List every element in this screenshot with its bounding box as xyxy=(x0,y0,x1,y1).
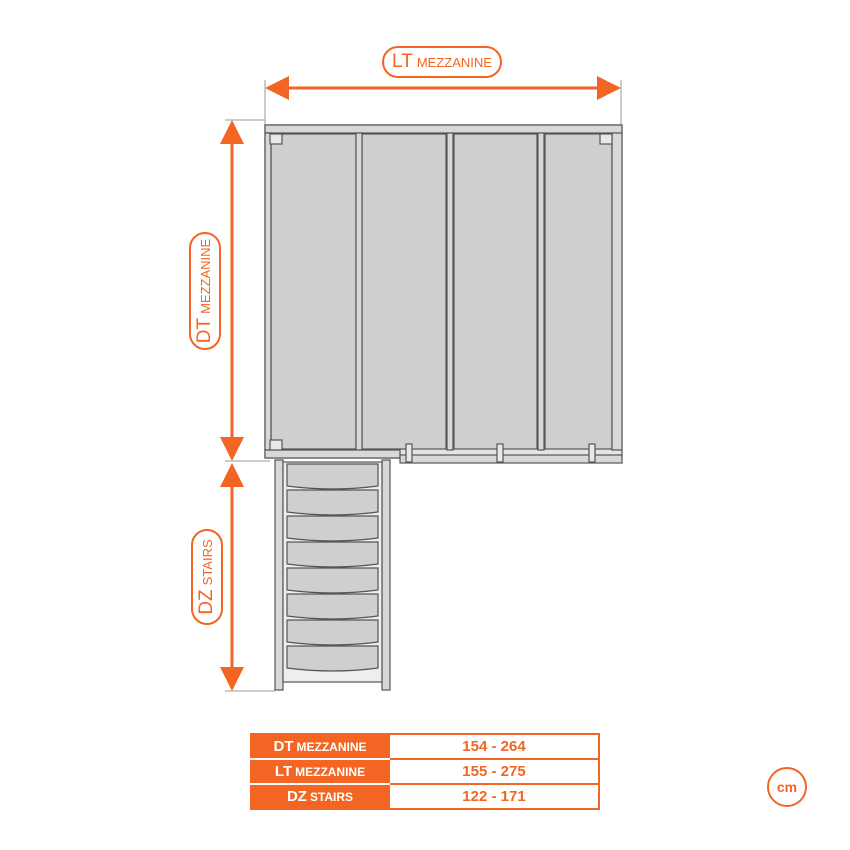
deck-panel xyxy=(544,133,613,450)
stair-tread xyxy=(286,619,379,646)
mezzanine-platform xyxy=(264,124,623,464)
stairs xyxy=(274,459,391,691)
table-row: DZstairs 122 - 171 xyxy=(250,783,600,810)
unit-badge: cm xyxy=(767,767,807,807)
stair-tread xyxy=(286,541,379,568)
table-row: DTmezzanine 154 - 264 xyxy=(250,733,600,760)
stair-tread xyxy=(286,515,379,542)
deck-panel xyxy=(270,133,357,450)
stair-tread xyxy=(286,645,379,672)
deck-panel xyxy=(453,133,538,450)
width-label: LTmezzanine xyxy=(382,46,502,78)
table-row: LTmezzanine 155 - 275 xyxy=(250,758,600,785)
stair-tread xyxy=(286,567,379,594)
deck-panel xyxy=(361,133,447,450)
stair-tread xyxy=(286,463,379,490)
dimensions-table: DTmezzanine 154 - 264 LTmezzanine 155 - … xyxy=(250,733,600,810)
stair-tread xyxy=(286,489,379,516)
depth-label: DTmezzanine xyxy=(189,232,221,350)
stairs-label: DZstairs xyxy=(191,529,223,625)
stair-tread xyxy=(286,593,379,620)
